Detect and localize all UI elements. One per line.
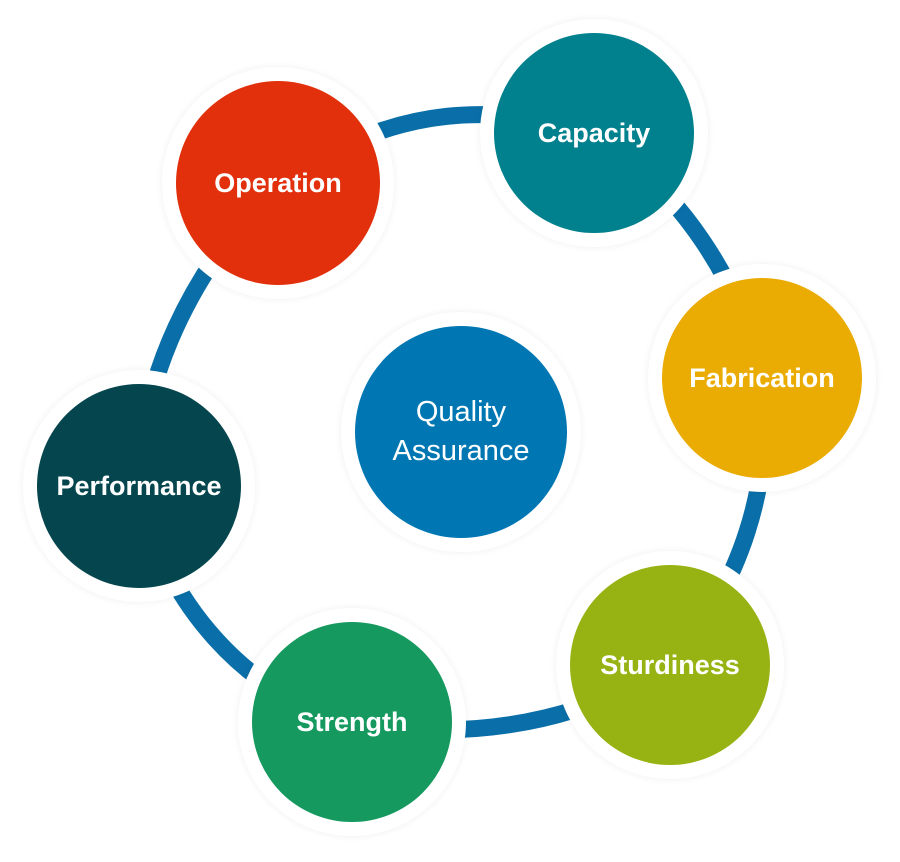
node-quality-assurance: Quality Assurance: [355, 326, 567, 538]
node-label: Strength: [296, 706, 408, 737]
node-label: Sturdiness: [600, 649, 740, 680]
node-strength: Strength: [252, 622, 452, 822]
node-label: Operation: [214, 167, 342, 198]
node-label: Capacity: [537, 117, 651, 148]
center-label-line2: Assurance: [392, 435, 530, 467]
node-performance: Performance: [37, 384, 241, 588]
node-fabrication: Fabrication: [662, 278, 862, 478]
node-capacity: Capacity: [494, 33, 694, 233]
node-label: Fabrication: [689, 362, 835, 393]
node-operation: Operation: [176, 81, 380, 285]
node-sturdiness: Sturdiness: [570, 565, 770, 765]
center-label-line1: Quality: [415, 396, 507, 428]
node-label: Performance: [56, 470, 222, 501]
